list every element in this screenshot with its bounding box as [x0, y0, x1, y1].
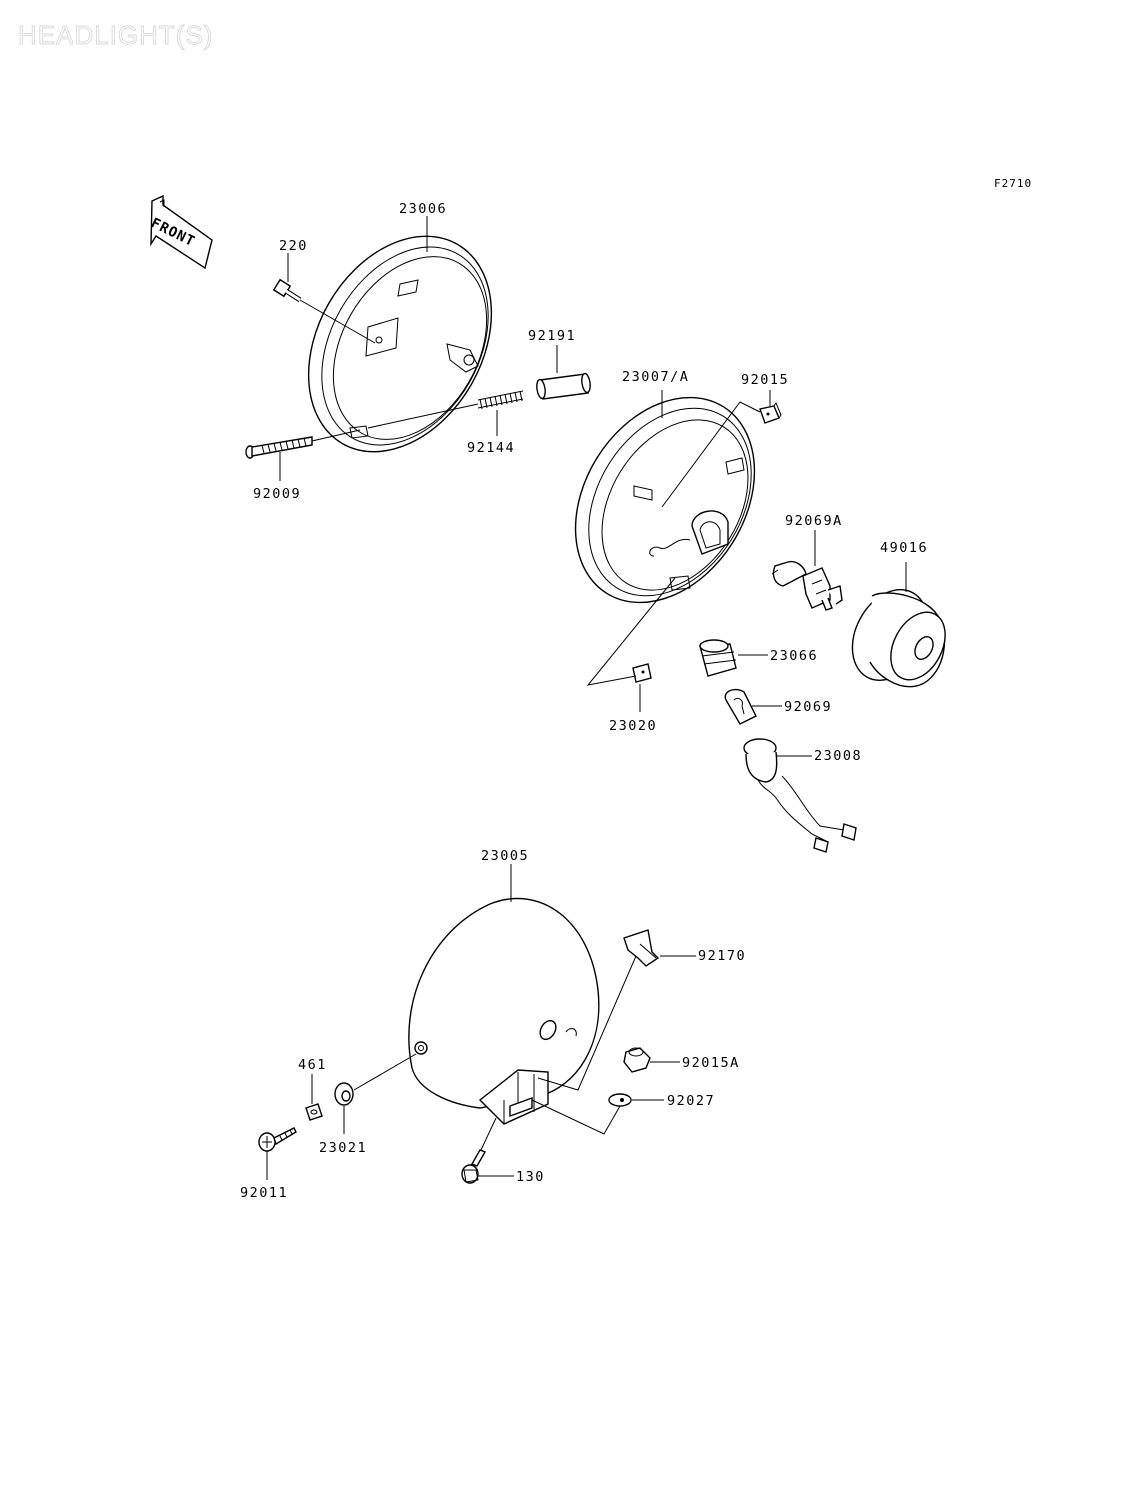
- part-label-92170: 92170: [698, 948, 746, 964]
- grommet-23021-icon: [334, 1053, 417, 1134]
- nut-92015-icon: [661, 390, 782, 508]
- part-label-92011: 92011: [240, 1185, 288, 1201]
- part-label-23066: 23066: [770, 648, 818, 664]
- headlight-housing-23005: [408, 864, 600, 1125]
- socket-23008-icon: [743, 738, 857, 853]
- front-arrow-icon: FRONT: [148, 194, 213, 270]
- part-label-23021: 23021: [319, 1140, 367, 1156]
- bulb-92069a-icon: [771, 530, 843, 611]
- nut-92015a-icon: [623, 1047, 680, 1073]
- part-label-461: 461: [298, 1057, 327, 1073]
- part-label-92015: 92015: [741, 372, 789, 388]
- part-label-92144: 92144: [467, 440, 515, 456]
- part-label-23008: 23008: [814, 748, 862, 764]
- part-label-220: 220: [279, 238, 308, 254]
- part-label-92027: 92027: [667, 1093, 715, 1109]
- part-label-23020: 23020: [609, 718, 657, 734]
- part-label-92009: 92009: [253, 486, 301, 502]
- diagram-code: F2710: [994, 177, 1033, 190]
- part-label-23005: 23005: [481, 848, 529, 864]
- headlight-unit-23007a: [574, 390, 756, 604]
- spring-92144-icon: [367, 390, 524, 436]
- grommet-23066-icon: [699, 639, 768, 677]
- part-label-92069a: 92069A: [785, 513, 843, 529]
- headlight-rim-23006: [307, 235, 493, 453]
- clip-23020-icon: [586, 577, 676, 712]
- nut-461-icon: [305, 1074, 323, 1121]
- bulb-92069-icon: [724, 688, 782, 725]
- part-label-92191: 92191: [528, 328, 576, 344]
- screw-92011-icon: [258, 1127, 297, 1180]
- page-title: HEADLIGHT(S): [18, 20, 214, 51]
- part-label-130: 130: [516, 1169, 545, 1185]
- bolt-130-icon: [461, 1117, 514, 1184]
- adjuster-screw-92009-icon: [245, 429, 361, 481]
- part-label-49016: 49016: [880, 540, 928, 556]
- part-label-23006: 23006: [399, 201, 447, 217]
- part-label-92015a: 92015A: [682, 1055, 740, 1071]
- bracket-92170-icon: [537, 929, 696, 1091]
- part-label-92069: 92069: [784, 699, 832, 715]
- washer-92027-icon: [531, 1093, 664, 1135]
- screw-220-icon: [272, 253, 376, 344]
- cover-49016-icon: [851, 562, 946, 688]
- part-label-23007a: 23007/A: [622, 369, 689, 385]
- tube-92191-icon: [536, 345, 591, 400]
